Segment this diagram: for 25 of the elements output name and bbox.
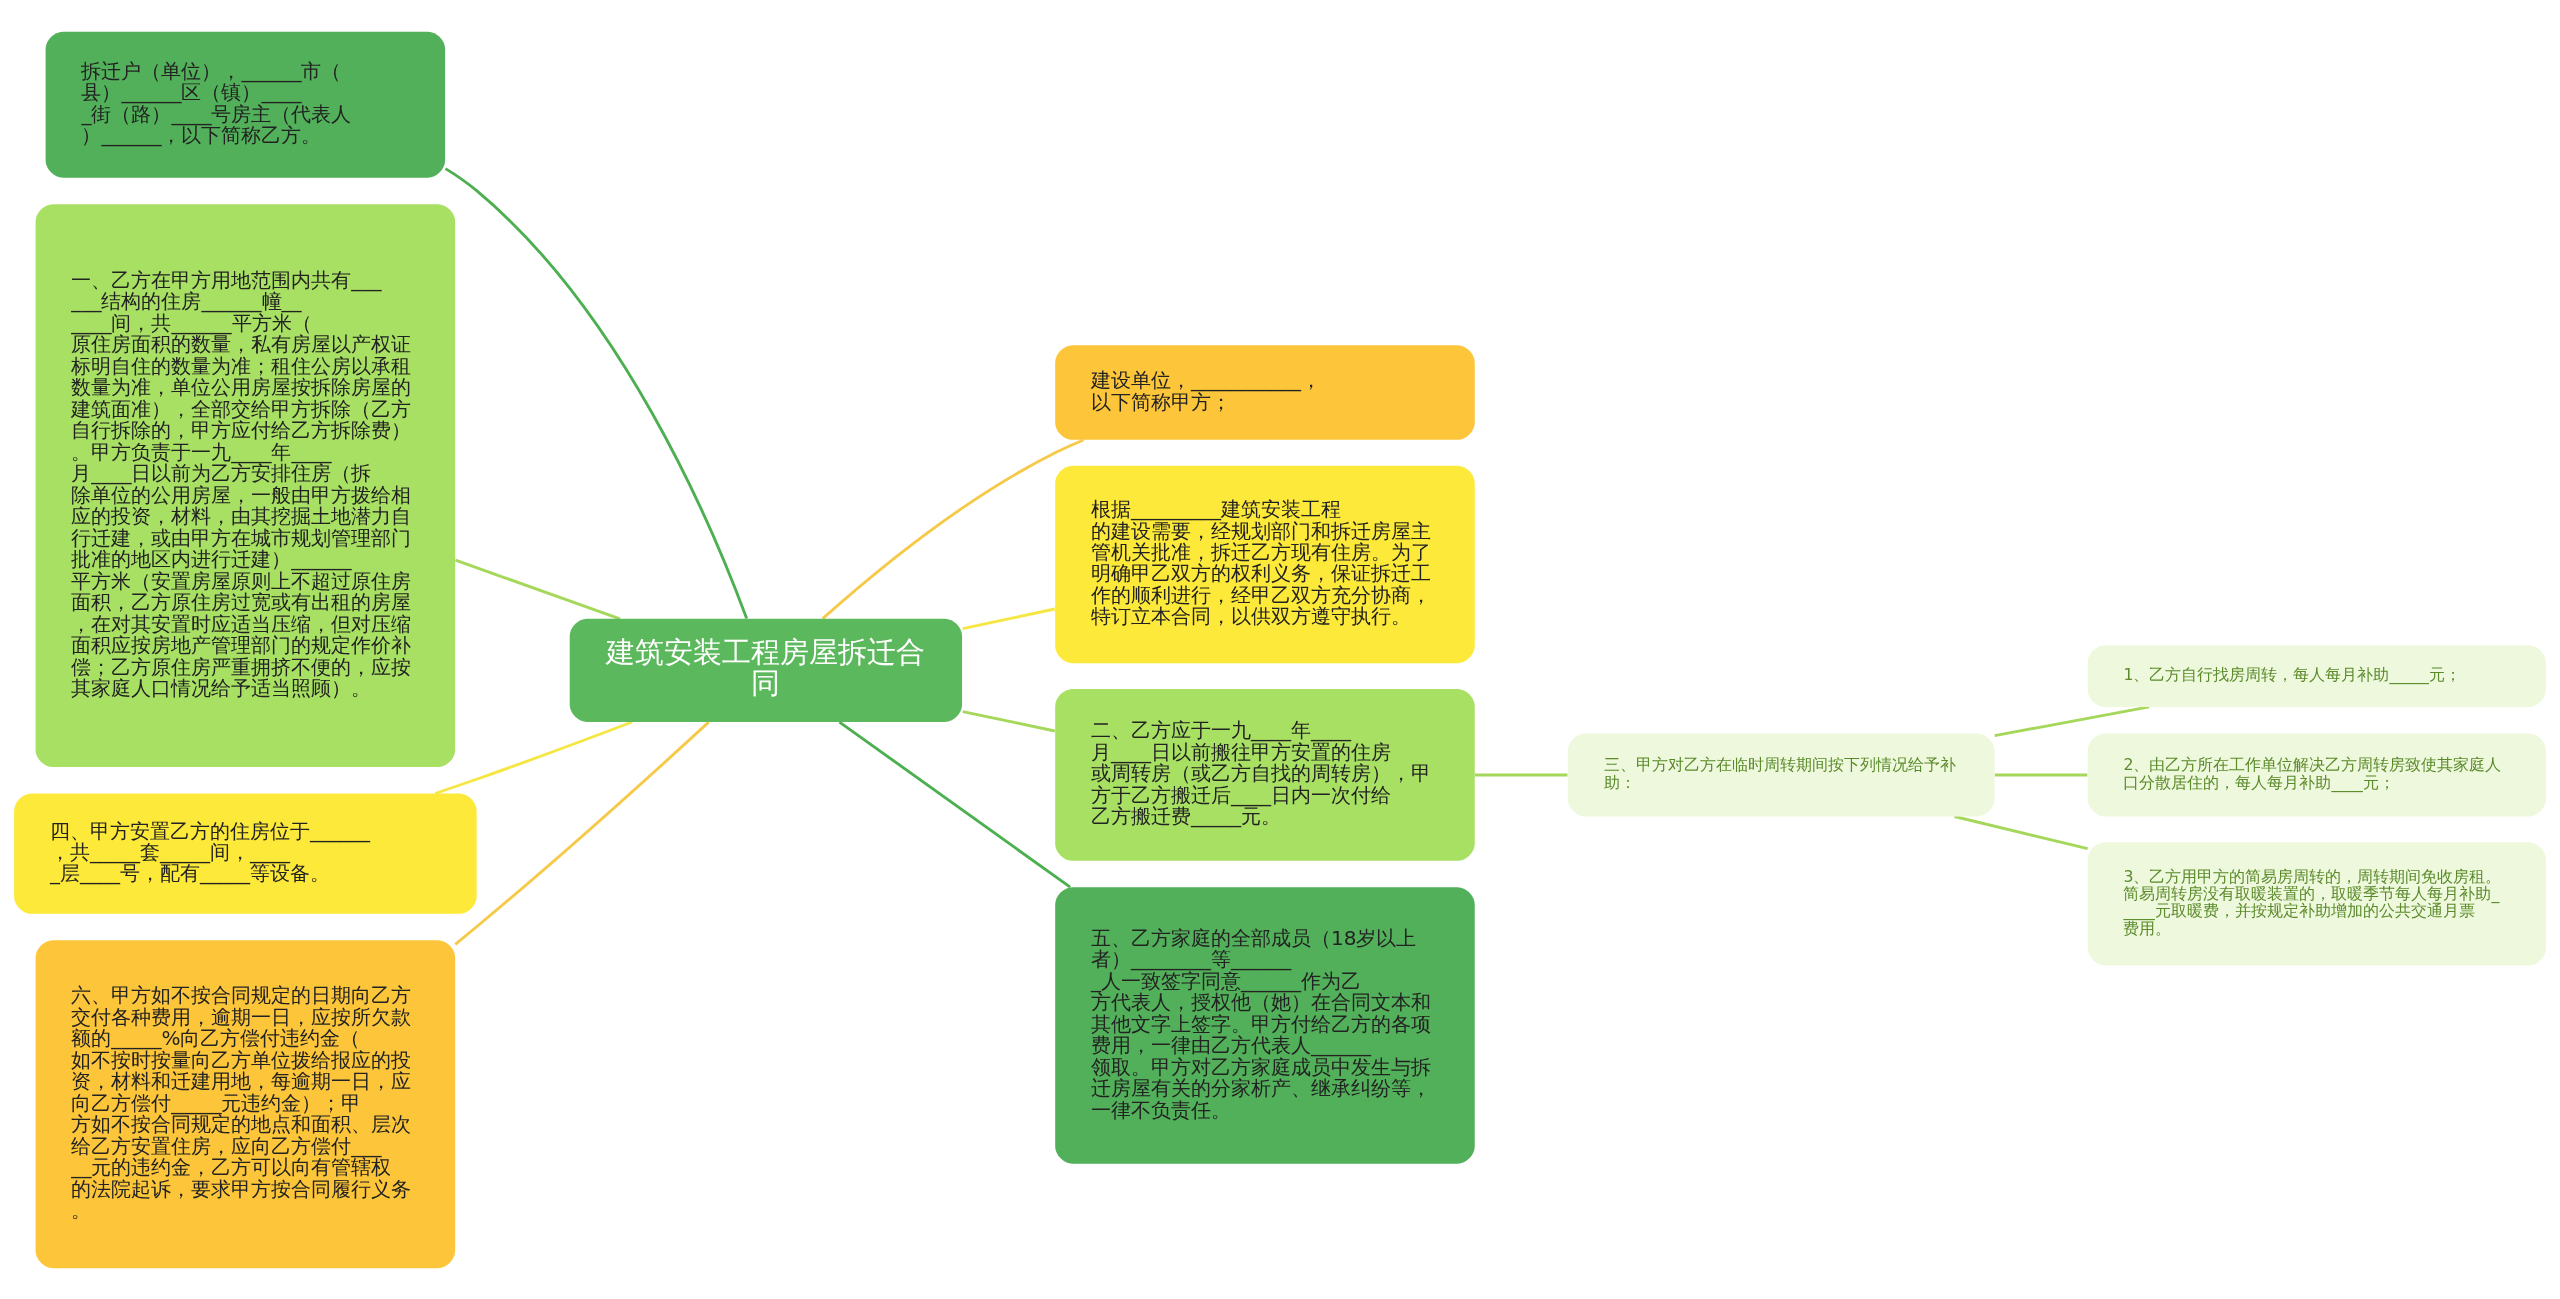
node-box: 根据_________建筑安装工程的建设需要，经规划部门和拆迁房屋主管机关批准，拆迁乙方现有住房。为了明确甲乙双方的权利义务，保证拆迁工作的顺利进行，经甲乙双方充分协商，特订立本合同，以供双方遵守执行。 [1055,465,1475,663]
node-box: 建筑安装工程房屋拆迁合同 [569,618,963,722]
connector [1994,773,2088,776]
connector [444,166,748,619]
node-box: 3、乙方用甲方的简易房周转的，周转期间免收房租。简易周转房没有取暖装置的，取暖季节每人每月补助_____元取暖费，并按规定补助增加的公共交通月票费用。 [2087,841,2546,965]
connector [962,709,1056,732]
connector [1994,705,2150,737]
connector [1954,814,2088,850]
node-box: 2、由乙方所在工作单位解决乙方周转房致使其家庭人口分散居住的，每人每月补助____元； [2087,732,2546,816]
connector [454,720,710,945]
node-box: 拆迁户（单位），______市（县）______区（镇）_____街（路）____号房主（代表人）______，以下简称乙方。 [45,31,446,178]
connector [838,720,1072,888]
node-box: 建设单位，___________，以下简称甲方； [1055,344,1475,440]
connector [1474,773,1568,776]
connector [962,607,1056,630]
node-box: 六、甲方如不按合同规定的日期向乙方交付各种费用，逾期一日，应按所欠款额的_____%向乙方偿付违约金（如不按时按量向乙方单位拨给报应的投资，材料和迁建用地，每逾期一日，应向乙方偿付_____元违约金）；甲方如不按合同规定的地点和面积、层次给乙方安置住房，应向乙方偿付_____元的违约金，乙方可以向有管辖权的法院起诉，要求甲方按合同履行义务。 [35,939,456,1268]
node-box: 一、乙方在甲方用地范围内共有______结构的住房______幢______间，共______平方米（原住房面积的数量，私有房屋以产权证标明自住的数量为准；租住公房以承租数量为准，单位公用房屋按拆除房屋的建筑面准），全部交给甲方拆除（乙方自行拆除的，甲方应付给乙方拆除费）。甲方负责于一九____年____月____日以前为乙方安排住房（拆除单位的公用房屋，一般由甲方拨给相应的投资，材料，由其挖掘土地潜力自行迁建，或由甲方在城市规划管理部门批准的地区内进行迁建）______平方米（安置房屋原则上不超过原住房面积，乙方原住房过宽或有出租的房屋，在对其安置时应适当压缩，但对压缩面积应按房地产管理部门的规定作价补偿；乙方原住房严重拥挤不便的，应按其家庭人口情况给予适当照顾）。 [35,203,456,767]
connector [434,720,633,795]
connector [821,438,1084,620]
connector [455,558,621,620]
node-box: 三、甲方对乙方在临时周转期间按下列情况给予补助： [1567,732,1995,816]
node-box: 四、甲方安置乙方的住房位于______，共_____套_____间，_____层____号，配有_____等设备。 [14,793,477,914]
node-box: 1、乙方自行找房周转，每人每月补助_____元； [2087,644,2546,707]
node-box: 五、乙方家庭的全部成员（18岁以上者）________等_______人一致签字同意______作为乙方代表人，授权他（她）在合同文本和其他文字上签字。甲方付给乙方的各项费用，一律由乙方代表人______领取。甲方对乙方家庭成员中发生与拆迁房屋有关的分家析产、继承纠纷等，一律不负责任。 [1055,886,1475,1164]
node-box: 二、乙方应于一九____年____月____日以前搬往甲方安置的住房或周转房（或乙方自找的周转房），甲方于乙方搬迁后____日内一次付给乙方搬迁费_____元。 [1055,688,1475,861]
